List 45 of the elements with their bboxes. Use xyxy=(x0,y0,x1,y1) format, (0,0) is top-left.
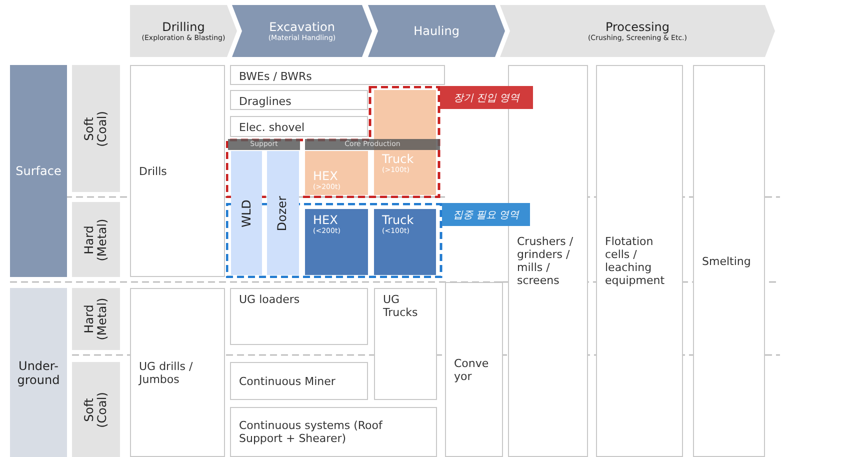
label-text: WLD xyxy=(240,199,253,227)
row-header xyxy=(10,288,67,457)
row-subheader xyxy=(72,65,120,192)
table-cell: Flotation cells / leaching equipment xyxy=(596,65,683,457)
row-subheader xyxy=(72,362,120,457)
label-text: Soft (Coal) xyxy=(83,390,109,430)
label-text: HEX xyxy=(313,213,339,227)
label-text: Truck xyxy=(382,152,415,166)
table-cell: UG drills / Jumbos xyxy=(130,288,225,457)
region-tag: 장기 진입 영역 xyxy=(440,86,533,109)
label-text: Dozer xyxy=(276,195,290,231)
stage-header xyxy=(368,5,505,57)
equipment-box xyxy=(374,209,436,275)
row-subheader xyxy=(72,288,120,350)
label-text: Hard (Metal) xyxy=(83,217,109,263)
table-cell: BWEs / BWRs xyxy=(230,65,445,85)
table-cell: Conve yor xyxy=(445,282,503,457)
table-cell: Draglines xyxy=(230,90,368,110)
label-text: Drilling xyxy=(162,20,205,34)
label-text: Processing xyxy=(605,20,670,34)
stage-header xyxy=(500,5,775,57)
label-text: Soft (Coal) xyxy=(83,110,109,148)
label-text: Under-ground xyxy=(16,358,61,386)
label-text: Hauling xyxy=(414,24,460,38)
table-cell: Drills xyxy=(130,65,225,277)
table-cell: UG loaders xyxy=(230,288,368,345)
row-subheader xyxy=(72,202,120,277)
region-tag: 집중 필요 영역 xyxy=(442,203,530,226)
label-text: Hard (Metal) xyxy=(83,296,109,342)
label-text: Excavation xyxy=(269,20,335,34)
table-cell: Smelting xyxy=(693,65,765,457)
label-text: Surface xyxy=(16,164,62,178)
table-cell: Continuous systems (Roof Support + Shearer) xyxy=(230,407,437,457)
equipment-box xyxy=(305,209,368,275)
label-text: Truck xyxy=(382,213,415,227)
stage-header xyxy=(232,5,372,57)
stage-header xyxy=(130,5,237,57)
label-text: HEX xyxy=(313,169,339,183)
equipment-box xyxy=(267,151,299,275)
table-cell: Elec. shovel xyxy=(230,116,368,137)
table-cell: UG Trucks xyxy=(374,288,437,400)
equipment-box xyxy=(231,151,262,275)
table-cell: Continuous Miner xyxy=(230,362,368,400)
row-header xyxy=(10,65,67,277)
equipment-box xyxy=(305,151,368,195)
